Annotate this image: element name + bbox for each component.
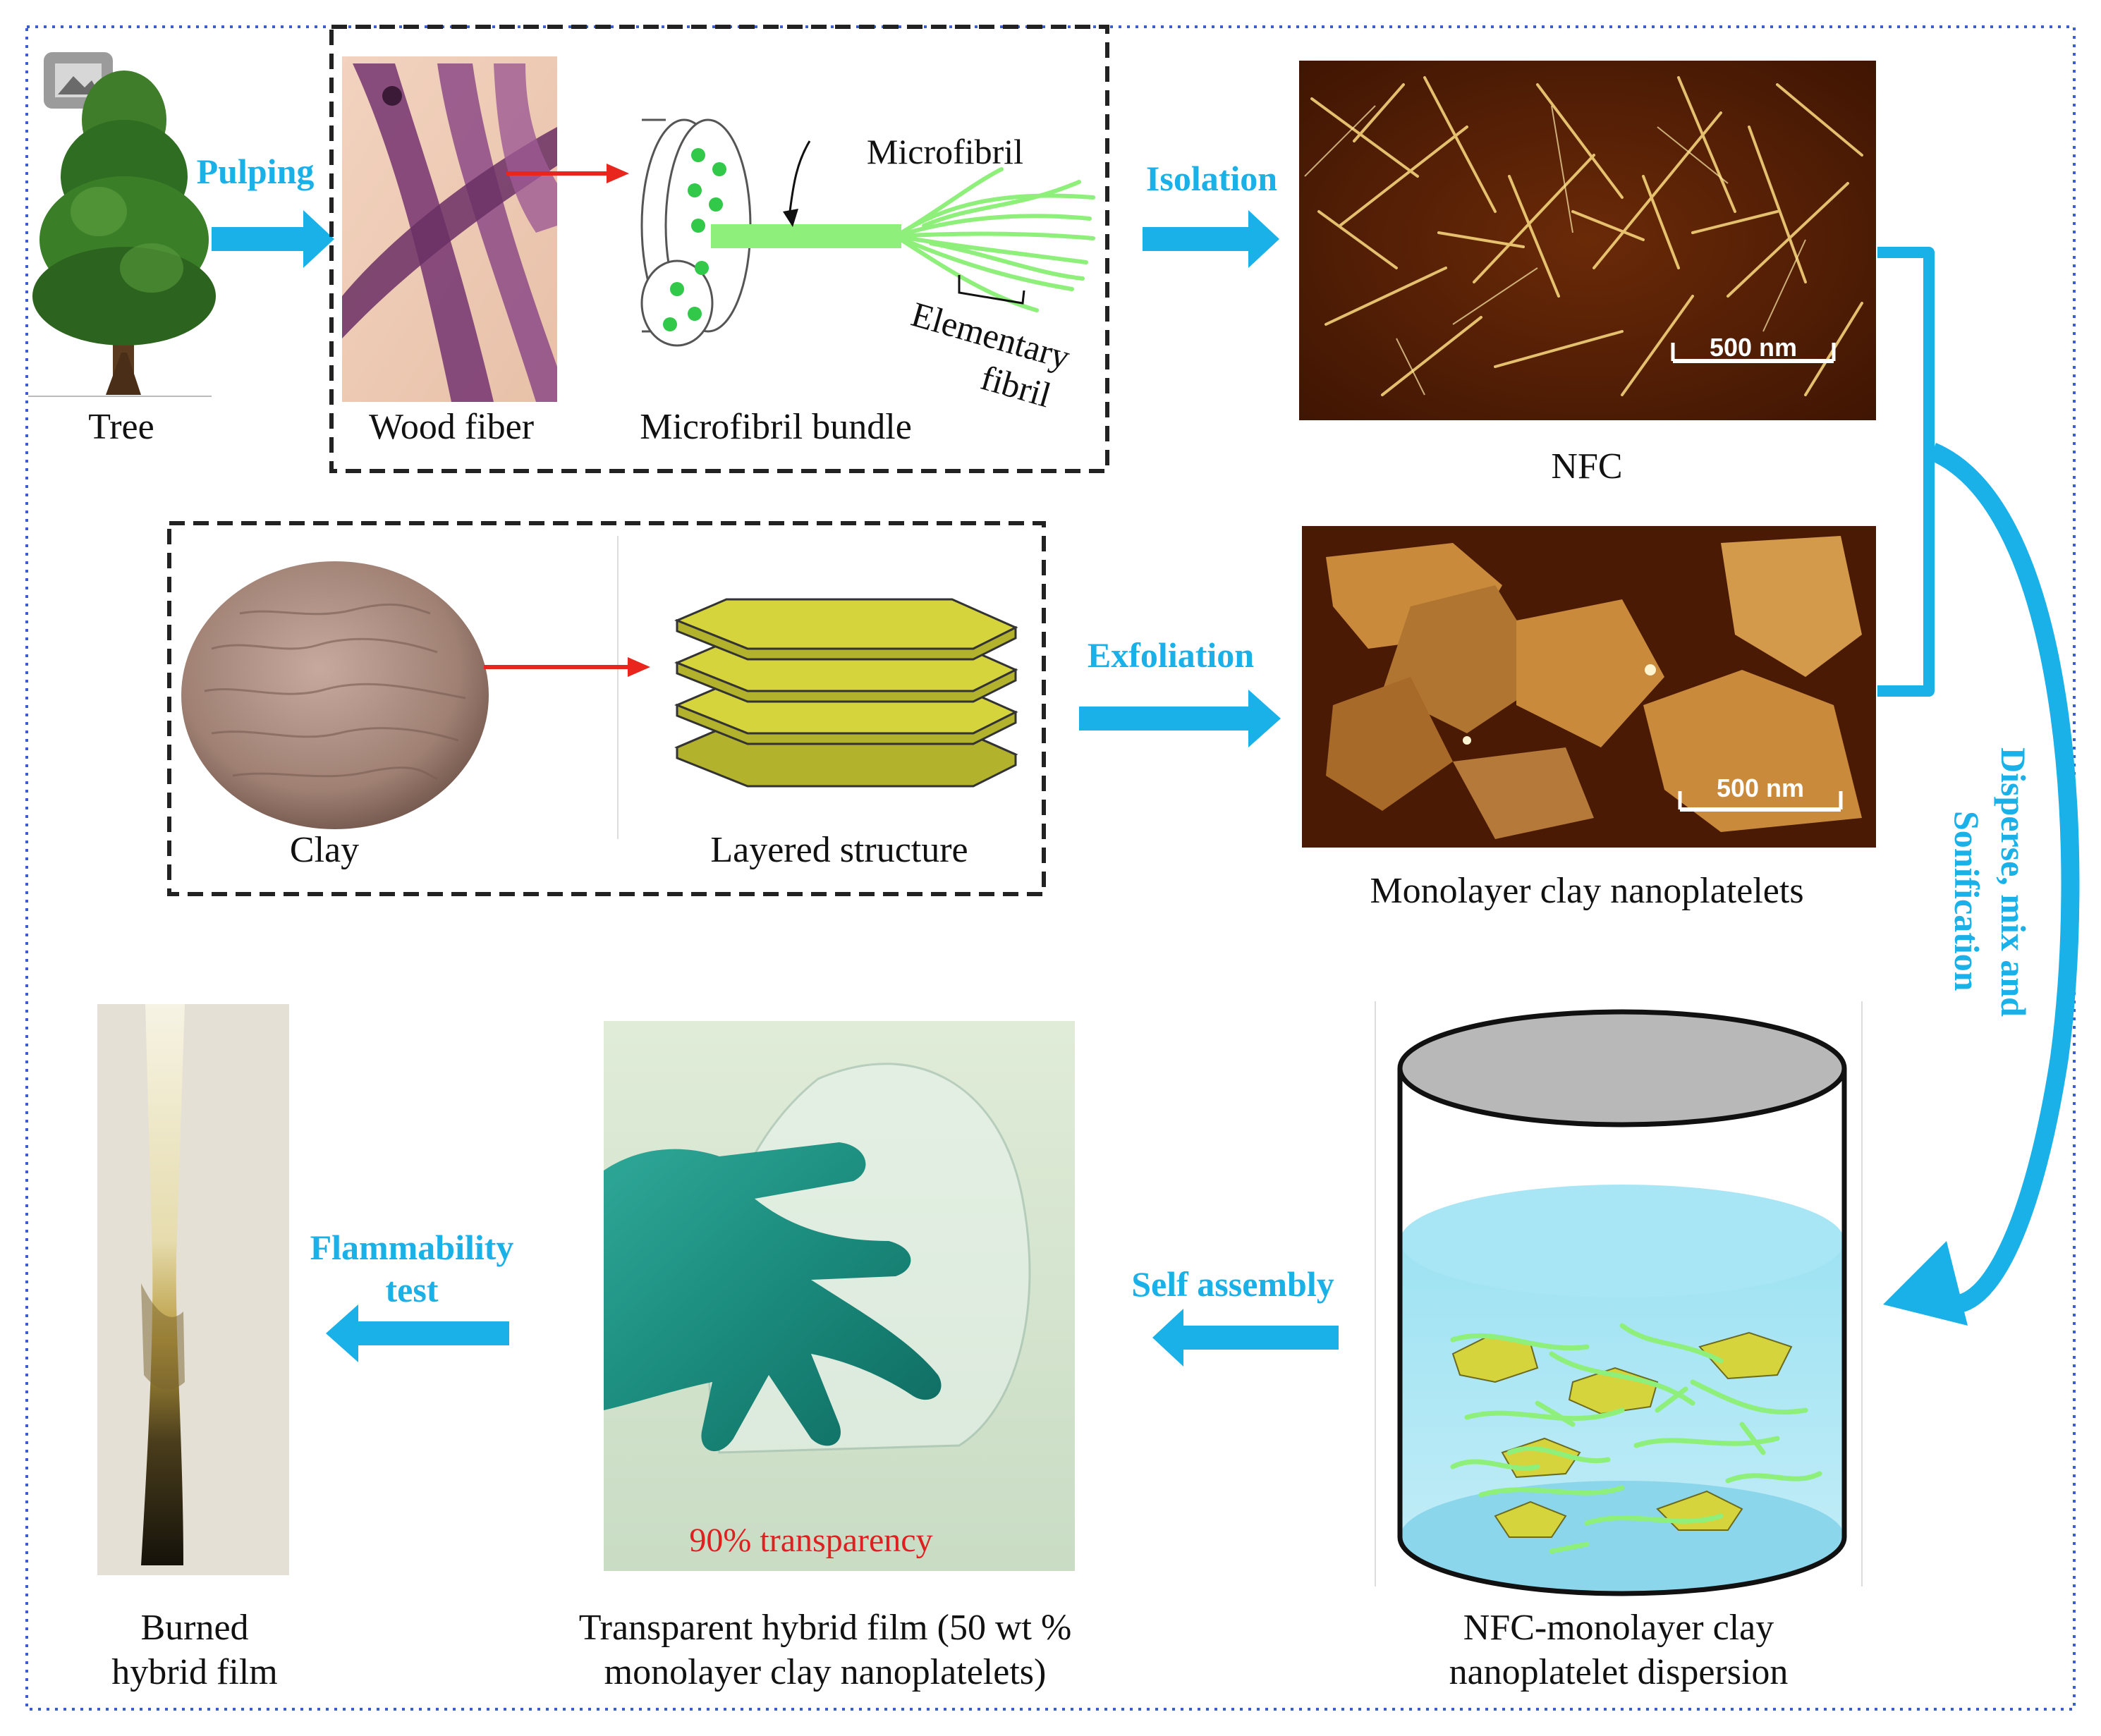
- merge-bracket: [1877, 247, 1935, 697]
- flammability-arrow: [326, 1304, 509, 1362]
- flammability-step-label-line1: Flammability: [310, 1228, 514, 1267]
- microfibril-label: Microfibril: [867, 132, 1023, 171]
- pulping-step-label: Pulping: [197, 152, 315, 191]
- zoom-arrow-fiber: [506, 164, 629, 183]
- tree-label: Tree: [88, 407, 154, 447]
- film-label-line1: Transparent hybrid film (50 wt %: [579, 1608, 1072, 1648]
- burned-film-photo: [97, 1004, 289, 1575]
- dispersion-label-line2: nanoplatelet dispersion: [1449, 1652, 1789, 1692]
- clay-powder-image: [181, 561, 489, 829]
- burned-label-line2: hybrid film: [111, 1652, 277, 1692]
- disperse-curved-arrow: [1883, 443, 2080, 1326]
- dispersion-label-line1: NFC-monolayer clay: [1463, 1608, 1774, 1648]
- tree-illustration: [28, 71, 216, 397]
- clay-scale-bar-label: 500 nm: [1717, 774, 1804, 802]
- isolation-arrow: [1143, 210, 1279, 268]
- nfc-scale-bar-label: 500 nm: [1710, 333, 1797, 362]
- clay-label: Clay: [290, 830, 359, 870]
- clay-structure-box: [167, 521, 1046, 896]
- microfibril-bundle-illustration: [640, 118, 1095, 347]
- pulping-arrow: [212, 210, 334, 268]
- exfoliation-arrow: [1079, 690, 1281, 747]
- nfc-afm-image: [1299, 61, 1876, 420]
- disperse-step-label-line2: Sonification: [1947, 811, 1987, 991]
- exfoliation-step-label: Exfoliation: [1088, 635, 1254, 675]
- wood-fiber-micrograph: [342, 56, 557, 402]
- nfc-label: NFC: [1551, 446, 1622, 487]
- disperse-step-label-line1: Disperse, mix and: [1994, 747, 2033, 1017]
- self-assembly-arrow: [1152, 1309, 1339, 1367]
- burned-label-line1: Burned: [140, 1608, 248, 1648]
- transparency-label: 90% transparency: [689, 1522, 932, 1559]
- self-assembly-step-label: Self assembly: [1131, 1264, 1334, 1304]
- microfibril-bundle-label: Microfibril bundle: [640, 407, 912, 447]
- flammability-step-label-line2: test: [386, 1270, 439, 1309]
- fiber-structure-box: [329, 25, 1109, 473]
- wood-fiber-label: Wood fiber: [369, 407, 534, 447]
- clay-afm-image: [1302, 526, 1876, 848]
- zoom-arrow-clay: [484, 657, 650, 677]
- dispersion-beaker-illustration: [1375, 1001, 1863, 1596]
- layered-structure-label: Layered structure: [710, 830, 968, 870]
- transparent-film-photo: [604, 1021, 1075, 1571]
- film-label-line2: monolayer clay nanoplatelets): [604, 1652, 1047, 1692]
- layered-structure-illustration: [674, 598, 1018, 788]
- monolayer-clay-label: Monolayer clay nanoplatelets: [1370, 871, 1803, 911]
- isolation-step-label: Isolation: [1146, 159, 1277, 198]
